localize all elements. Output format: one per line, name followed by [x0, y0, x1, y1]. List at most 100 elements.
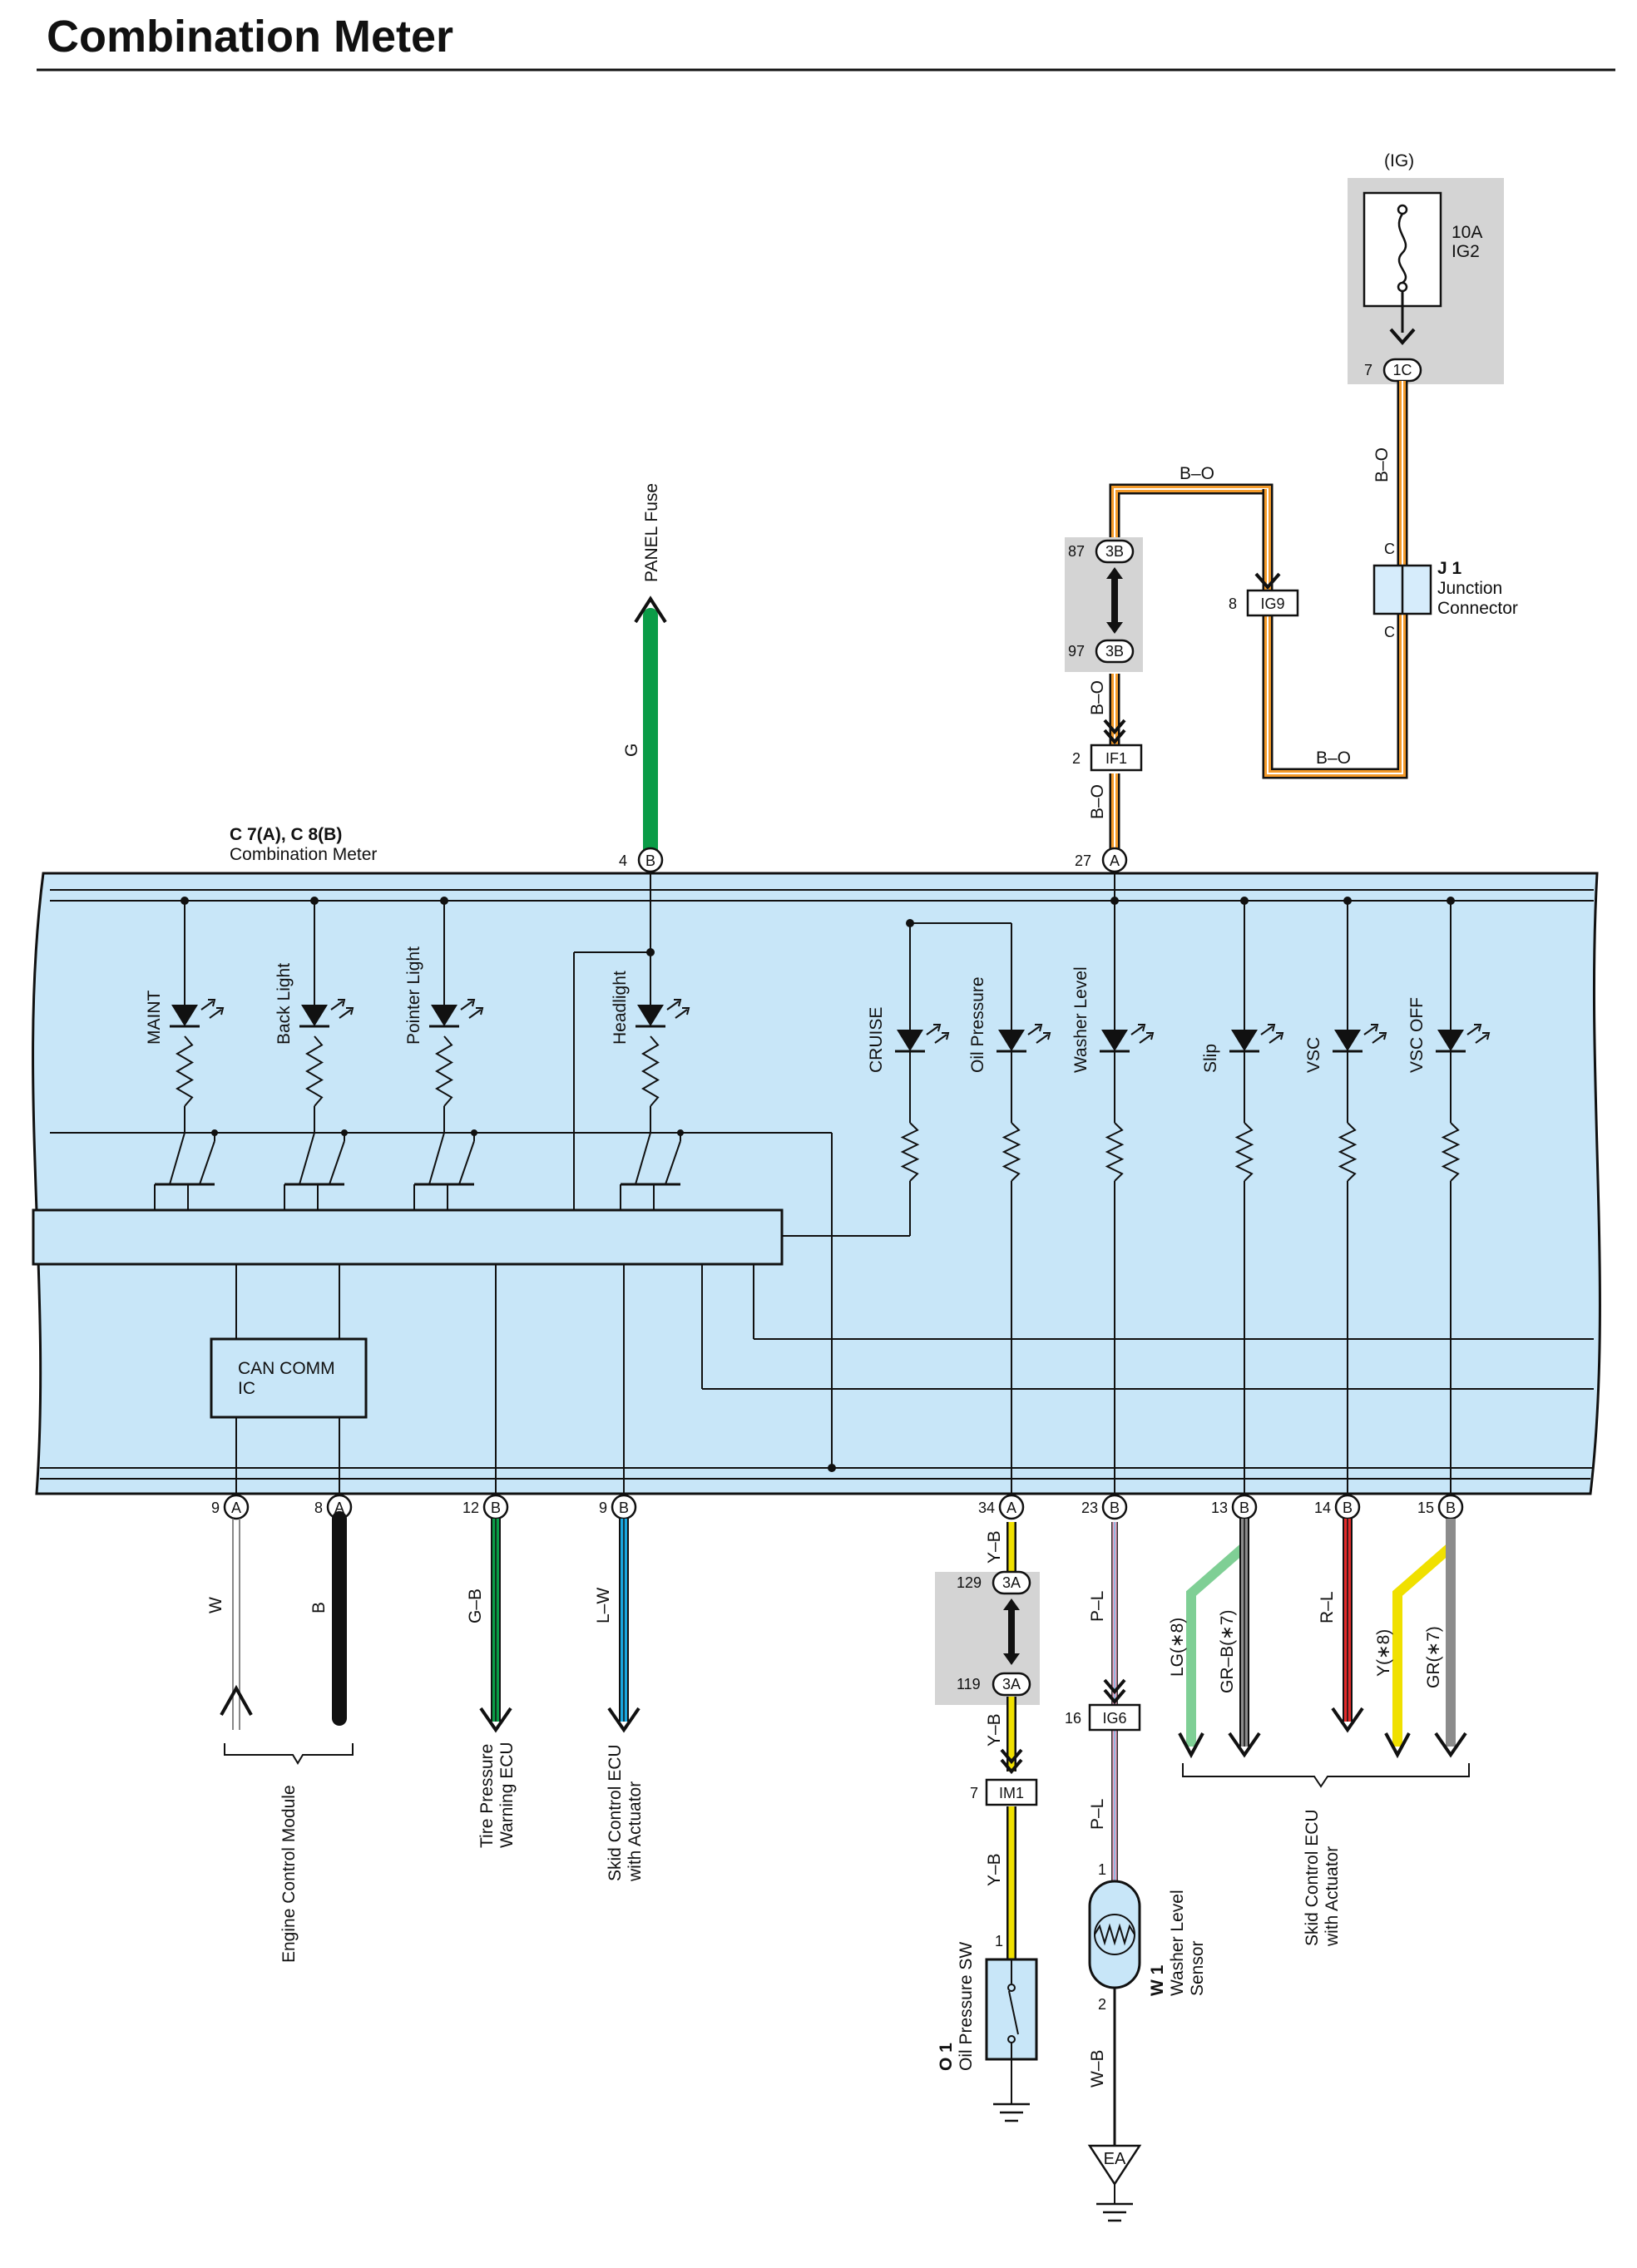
meter-pin-1: A9W [206, 1494, 253, 1730]
indicator-label-maint: MAINT [145, 991, 164, 1045]
wire-label-13b: GR–B(∗7) [1218, 1610, 1237, 1693]
meter-code: C 7(A), C 8(B) [230, 825, 342, 844]
wire-label-15b: GR(∗7) [1424, 1626, 1443, 1688]
indicator-oil-pressure: Oil Pressure [968, 976, 1051, 1182]
meter-pin-7: B13 [1211, 1494, 1258, 1520]
meter-pin-9: B15 [1417, 1494, 1464, 1520]
ground-icon [993, 2102, 1030, 2122]
washer-name-1: Washer Level [1168, 1890, 1187, 1996]
pin-panel-num: 4 [619, 852, 627, 869]
destination-labels: Engine Control Module Tire Pressure Warn… [224, 1742, 1470, 1963]
wire-label-1: W [206, 1597, 225, 1613]
pin-num-6: 23 [1081, 1500, 1098, 1516]
junction-name-1: Junction [1437, 579, 1502, 598]
wire-pin-15: Y(∗8) GR(∗7) [1374, 1519, 1467, 1759]
oil-sw-name: Oil Pressure SW [957, 1942, 976, 2071]
washer-wire-label-2: P–L [1088, 1799, 1107, 1830]
conn-3b-top-label: 3B [1105, 543, 1124, 560]
wire-label-13a: LG(∗8) [1168, 1618, 1187, 1677]
ecm-label: Engine Control Module [279, 1785, 299, 1963]
panel-fuse-label: PANEL Fuse [642, 483, 661, 582]
if1-connector: IF1 2 [1072, 744, 1143, 772]
indicator-label-oil-pressure: Oil Pressure [968, 976, 987, 1073]
washer-wire-label-1: P–L [1088, 1591, 1107, 1622]
junction-code: J 1 [1437, 559, 1462, 578]
indicator-label-cruise: CRUISE [867, 1007, 886, 1073]
junction-pin-bottom: C [1384, 624, 1395, 640]
wire-label-15a: Y(∗8) [1374, 1629, 1393, 1677]
oil-sw-code: O 1 [937, 2043, 956, 2071]
can-ic-box [210, 1337, 368, 1419]
washer-pin2: 2 [1098, 1996, 1106, 2013]
if1-pin: 2 [1072, 750, 1081, 767]
pin-num-2: 8 [314, 1500, 323, 1516]
pin-panel-conn: B [645, 852, 655, 869]
indicator-slip: Slip [1201, 1015, 1284, 1182]
wire-pin-13: LG(∗8) GR–B(∗7) [1168, 1519, 1261, 1759]
fuse-connector: 1C [1392, 362, 1412, 378]
washer-pin1: 1 [1098, 1861, 1106, 1878]
meter-name: Combination Meter [230, 845, 377, 864]
fuse-name: IG2 [1452, 242, 1480, 261]
washer-name-2: Sensor [1188, 1940, 1207, 1996]
wire-label-bo-low: B–O [1088, 784, 1107, 819]
skid1-label-1: Skid Control ECU [606, 1744, 625, 1881]
ig6-pin: 16 [1065, 1710, 1081, 1727]
washer-level-sensor-icon [1088, 1880, 1141, 1989]
oil-wire-label-1: Y–B [985, 1530, 1004, 1564]
wire-label-3: G–B [466, 1589, 485, 1623]
indicator-label-vsc: VSC [1304, 1037, 1323, 1073]
pin-num-1: 9 [211, 1500, 220, 1516]
oil-wire-label-2: Y–B [985, 1713, 1004, 1747]
indicator-label-headlight: Headlight [611, 971, 630, 1045]
conn-3b-bottom-pin: 97 [1068, 643, 1085, 660]
conn-3b-top-pin: 87 [1068, 543, 1085, 560]
wire-label-2: B [309, 1602, 329, 1613]
oil-conn-bottom-pin: 119 [957, 1676, 981, 1692]
im1-pin: 7 [970, 1785, 978, 1801]
indicator-washer-level: Washer Level [1071, 966, 1155, 1182]
tpms-label-1: Tire Pressure [477, 1744, 497, 1848]
oil-conn-top-pin: 129 [957, 1574, 982, 1591]
can-ic-line1: CAN COMM [238, 1359, 335, 1378]
oil-conn-top-label: 3A [1002, 1574, 1021, 1591]
pin-num-3: 12 [462, 1500, 479, 1516]
oil-switch-pin: 1 [995, 1933, 1003, 1949]
pin-num-4: 9 [599, 1500, 607, 1516]
indicator-vsc: VSC [1304, 1015, 1387, 1182]
panel-fuse-wire-label: G [622, 744, 641, 757]
indicator-vsc-off: VSC OFF [1407, 997, 1491, 1182]
pin-conn-9: B [1446, 1500, 1456, 1516]
ig6-label: IG6 [1102, 1710, 1126, 1727]
ground-point-icon [1087, 2144, 1142, 2186]
fuse-icon [1397, 213, 1407, 284]
ig9-label: IG9 [1260, 595, 1284, 612]
indicator-cruise: CRUISE [867, 1007, 950, 1182]
pin-num-5: 34 [978, 1500, 995, 1516]
ig9-pin: 8 [1229, 595, 1237, 612]
wire-label-bo-right: B–O [1372, 447, 1392, 482]
fuse-pin: 7 [1364, 362, 1372, 378]
oil-pressure-branch: 3A 129 3A 119 IM1 7 Y–B Y–B Y–B 1 O 1 Oi… [935, 1522, 1040, 2122]
skid2-label-1: Skid Control ECU [1303, 1809, 1322, 1946]
junction-pin-top: C [1384, 541, 1395, 557]
wire-label-bo-bottom: B–O [1316, 749, 1351, 768]
pin-conn-5: A [1006, 1500, 1016, 1516]
im1-label: IM1 [999, 1785, 1024, 1801]
can-ic-line2: IC [238, 1379, 255, 1398]
skid1-label-2: with Actuator [626, 1781, 645, 1882]
oil-wire-label-3: Y–B [985, 1853, 1004, 1886]
washer-ground-point: EA [1104, 2150, 1126, 2168]
pin-conn-8: B [1343, 1500, 1353, 1516]
meter-pin-6: B 23 [1081, 1494, 1128, 1520]
panel-fuse-wire: PANEL Fuse G [622, 483, 667, 864]
wire-label-bo-top: B–O [1180, 464, 1214, 483]
pin-conn-6: B [1110, 1500, 1120, 1516]
conn-3b-bottom-label: 3B [1105, 643, 1124, 660]
meter-pin-4: B9L–W [594, 1494, 640, 1733]
indicator-pointer-light: Pointer Light [404, 946, 484, 1210]
wire-label-bo-mid: B–O [1088, 680, 1107, 715]
